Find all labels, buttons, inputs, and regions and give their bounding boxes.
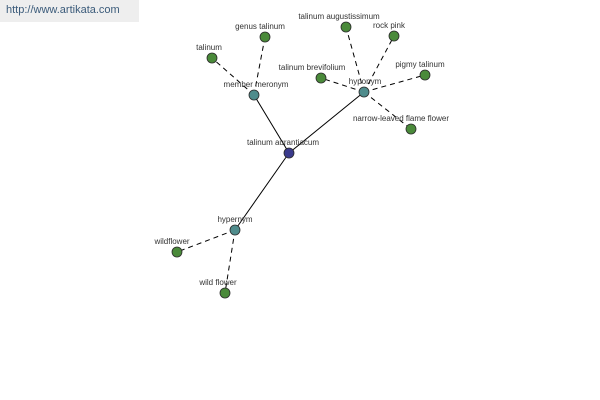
- edge-hypernym-wild-flower: [224, 229, 236, 294]
- relation-node-hyponym[interactable]: [358, 86, 370, 98]
- term-label-talinum-brevifolium[interactable]: talinum brevifolium: [279, 63, 346, 72]
- term-label-rock-pink[interactable]: rock pink: [373, 21, 406, 30]
- edges-layer: [176, 26, 426, 294]
- edge-meronym-talinum: [211, 57, 255, 96]
- relation-node-meronym[interactable]: [248, 89, 260, 101]
- term-node-pigmy-talinum[interactable]: [419, 69, 431, 81]
- term-label-talinum[interactable]: talinum: [196, 43, 222, 52]
- term-node-genus-talinum[interactable]: [259, 31, 271, 43]
- relation-label-meronym[interactable]: member meronym: [224, 80, 289, 89]
- term-label-wildflower[interactable]: wildflower: [153, 237, 189, 246]
- edge-center-hyponym: [288, 91, 365, 154]
- relation-label-hyponym[interactable]: hyponym: [349, 77, 382, 86]
- edge-center-meronym: [253, 94, 290, 154]
- nodes-layer: [171, 21, 431, 299]
- edge-hyponym-pigmy-talinum: [363, 74, 426, 93]
- term-node-talinum-brevifolium[interactable]: [315, 72, 327, 84]
- term-label-talinum-augustissimum[interactable]: talinum augustissimum: [298, 12, 380, 21]
- term-label-genus-talinum[interactable]: genus talinum: [235, 22, 285, 31]
- term-node-wild-flower[interactable]: [219, 287, 231, 299]
- center-node-label[interactable]: talinum aurantiacum: [247, 138, 319, 147]
- term-label-pigmy-talinum[interactable]: pigmy talinum: [395, 60, 445, 69]
- edge-meronym-genus-talinum: [253, 36, 266, 96]
- edge-hyponym-rock-pink: [363, 35, 395, 93]
- center-node[interactable]: [283, 147, 295, 159]
- edge-center-hypernym: [234, 152, 290, 231]
- term-node-wildflower[interactable]: [171, 246, 183, 258]
- edge-hyponym-talinum-brevifolium: [320, 77, 365, 93]
- source-url-banner[interactable]: http://www.artikata.com: [0, 0, 139, 22]
- term-node-narrow-leaved-flame-flower[interactable]: [405, 123, 417, 135]
- term-label-wild-flower[interactable]: wild flower: [198, 278, 237, 287]
- term-label-narrow-leaved-flame-flower[interactable]: narrow-leaved flame flower: [353, 114, 449, 123]
- relation-node-hypernym[interactable]: [229, 224, 241, 236]
- edge-hyponym-narrow-leaved-flame-flower: [363, 91, 412, 130]
- term-node-talinum[interactable]: [206, 52, 218, 64]
- labels-layer: talinum aurantiacum member meronym hyponym…: [153, 12, 449, 287]
- relation-label-hypernym[interactable]: hypernym: [217, 215, 252, 224]
- edge-hyponym-talinum-augustissimum: [345, 26, 365, 93]
- term-node-talinum-augustissimum[interactable]: [340, 21, 352, 33]
- term-node-rock-pink[interactable]: [388, 30, 400, 42]
- edge-hypernym-wildflower: [176, 229, 236, 253]
